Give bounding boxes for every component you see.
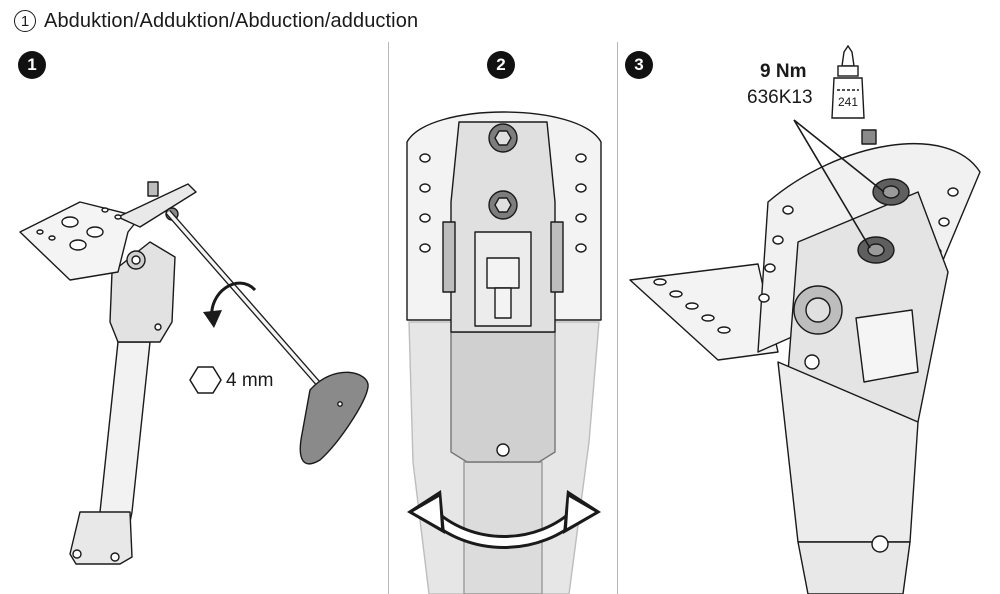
header-step-number: 1 [14,10,36,32]
panel-divider-2 [617,42,619,594]
torque-value: 9 Nm [760,61,807,82]
hex-key-icon [189,366,222,394]
thread-locker-bottle-icon: 241 [831,44,865,119]
panel-1-illustration [19,181,369,565]
step-badge-3: 3 [625,51,653,79]
adhesive-label: 636K13 [747,87,813,108]
step-badge-2: 2 [487,51,515,79]
tool-size-label: 4 mm [226,370,274,391]
header: 1 Abduktion/Adduktion/Abduction/adductio… [14,6,418,36]
double-arrow-icon [407,490,601,549]
header-title: Abduktion/Adduktion/Abduction/adduction [44,9,419,32]
bottle-label: 241 [838,95,858,109]
panel-2-illustration [406,111,602,594]
step-badge-1: 1 [18,51,46,79]
panel-3-illustration: 241 [629,44,981,594]
panel-divider-1 [388,42,390,594]
